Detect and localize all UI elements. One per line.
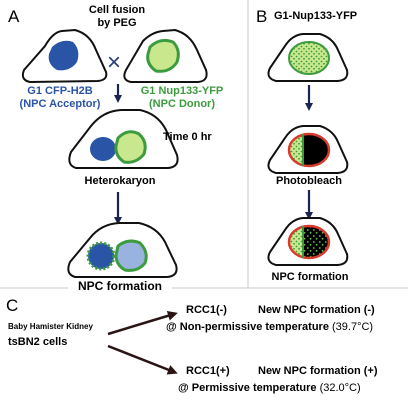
b-final-outline	[287, 224, 331, 260]
acceptor-nucleus	[48, 40, 79, 71]
panel-a-result-label: NPC formation	[68, 280, 172, 292]
panel-b-result-label: NPC formation	[271, 271, 349, 283]
heterokaryon-acceptor-nucleus	[90, 137, 116, 161]
panel-b-title: G1-Nup133-YFP	[274, 10, 358, 22]
donor-label-line2: (NPC Donor)	[149, 98, 215, 110]
acceptor-nucleus-with-npc	[86, 241, 116, 271]
lower-temperature-value: (32.0°C)	[319, 382, 361, 394]
donor-nucleus-final	[114, 239, 148, 272]
heterokaryon-label: Heterokaryon	[84, 175, 156, 187]
lower-condition: RCC1(+)	[186, 365, 230, 377]
panel-a-title-line1: Cell fusion	[88, 4, 146, 16]
panel-c-letter: C	[6, 296, 19, 315]
donor-nucleus	[146, 38, 180, 73]
lower-outcome: New NPC formation (+)	[258, 365, 378, 377]
upper-outcome: New NPC formation (-)	[258, 304, 375, 316]
upper-condition: RCC1(-)	[186, 304, 227, 316]
panel-a-letter: A	[8, 7, 20, 26]
acceptor-label-line2: (NPC Acceptor)	[19, 98, 101, 110]
panel-a-title-line2: by PEG	[97, 17, 137, 29]
upper-temperature-value: (39.7°C)	[332, 321, 374, 333]
heterokaryon-donor-nucleus	[114, 130, 147, 164]
donor-label-line1: G1 Nup133-YFP	[140, 85, 224, 97]
b-bleach-outline	[287, 132, 331, 168]
lower-temperature-text: @ Permissive temperature	[178, 382, 317, 394]
cross-symbol: ×	[107, 49, 121, 76]
lower-temperature: @ Permissive temperature (32.0°C)	[178, 383, 361, 394]
cell-line-name: Baby Hamister Kidney	[8, 322, 93, 331]
upper-temperature: @ Non-permissive temperature (39.7°C)	[166, 322, 373, 333]
photobleach-label: Photobleach	[275, 175, 342, 187]
b-nucleus-initial	[288, 41, 330, 75]
upper-temperature-text: @ Non-permissive temperature	[166, 321, 329, 333]
panel-b-letter: B	[256, 7, 268, 26]
c-arrow-lower	[107, 344, 178, 375]
time-label: Time 0 hr	[163, 131, 212, 143]
c-arrow-upper	[107, 310, 178, 336]
cell-line-label: tsBN2 cells	[8, 336, 68, 348]
acceptor-label-line1: G1 CFP-H2B	[27, 85, 93, 97]
